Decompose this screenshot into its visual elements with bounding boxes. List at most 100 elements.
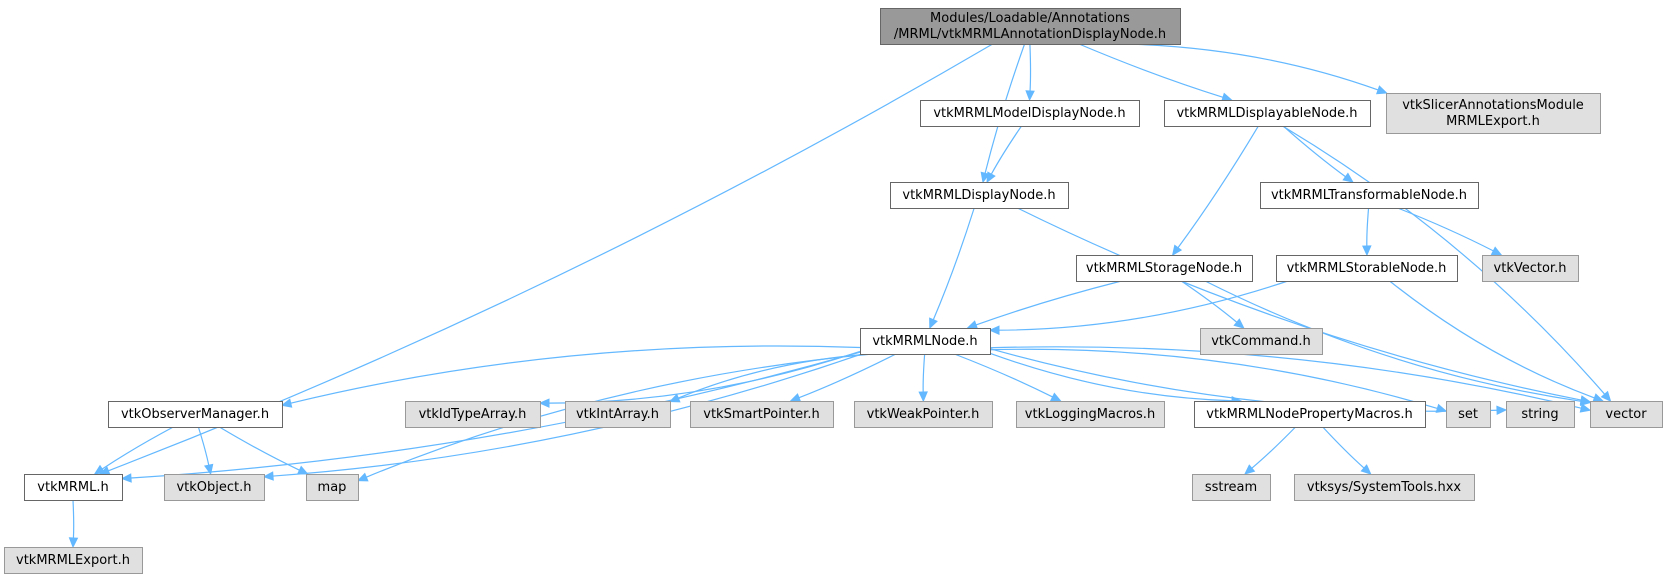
- arrowhead-node-to-vtkmrml: [120, 473, 132, 483]
- node-label-mrmlexport: vtkMRMLExport.h: [16, 553, 130, 568]
- node-label-storage: vtkMRMLStorageNode.h: [1086, 261, 1242, 276]
- node-smartptr[interactable]: vtkSmartPointer.h: [690, 401, 834, 428]
- arrowhead-node-to-vtkobject: [262, 471, 274, 481]
- arrowhead-node-to-intarray: [668, 393, 681, 403]
- edge-storable-to-vector: [1389, 280, 1595, 399]
- node-label-slicerexport: vtkSlicerAnnotationsModule: [1402, 98, 1584, 113]
- node-label-vector: vector: [1605, 407, 1647, 422]
- edge-node-to-propmacros: [989, 352, 1233, 402]
- node-set[interactable]: set: [1446, 401, 1491, 428]
- node-vector[interactable]: vector: [1590, 401, 1663, 428]
- node-string[interactable]: string: [1506, 401, 1575, 428]
- arrowhead-propmacros-to-sstream: [1244, 464, 1256, 475]
- edge-storage-to-vector: [1204, 280, 1582, 402]
- node-root[interactable]: Modules/Loadable/Annotations/MRML/vtkMRM…: [880, 8, 1181, 45]
- node-storage[interactable]: vtkMRMLStorageNode.h: [1076, 255, 1253, 282]
- node-box-intarray: [565, 401, 671, 428]
- node-box-set: [1446, 401, 1491, 428]
- node-idtype[interactable]: vtkIdTypeArray.h: [405, 401, 541, 428]
- arrowhead-node-to-logging: [1049, 392, 1062, 402]
- edge-node-to-observer: [290, 345, 861, 404]
- node-label-displayable: vtkMRMLDisplayableNode.h: [1176, 106, 1357, 121]
- arrowhead-displayable-to-vector: [1600, 390, 1612, 402]
- edge-storable-to-node: [998, 280, 1289, 331]
- node-label-string: string: [1521, 407, 1558, 422]
- node-box-vtkobject: [164, 474, 265, 501]
- node-box-displayable: [1164, 100, 1371, 127]
- node-box-slicerexport: [1386, 93, 1601, 134]
- node-box-mrmlexport: [4, 547, 143, 574]
- edge-root-to-modeldisplay: [1029, 43, 1032, 92]
- node-propmacros[interactable]: vtkMRMLNodePropertyMacros.h: [1194, 401, 1426, 428]
- node-label-display: vtkMRMLDisplayNode.h: [902, 188, 1055, 203]
- node-vtkmrml[interactable]: vtkMRML.h: [24, 474, 123, 501]
- edges-layer: [68, 43, 1612, 549]
- node-label-weakptr: vtkWeakPointer.h: [867, 407, 980, 422]
- node-vtkobject[interactable]: vtkObject.h: [164, 474, 265, 501]
- arrowhead-node-to-observer: [280, 398, 293, 408]
- edge-storage-to-node: [975, 280, 1122, 326]
- node-box-idtype: [405, 401, 541, 428]
- arrowhead-storage-to-vector: [1579, 396, 1592, 406]
- node-vtkvector[interactable]: vtkVector.h: [1482, 255, 1579, 282]
- node-command[interactable]: vtkCommand.h: [1200, 328, 1323, 355]
- edge-modeldisplay-to-display: [990, 125, 1022, 175]
- arrowhead-observer-to-map: [296, 465, 309, 475]
- node-label-vtkobject: vtkObject.h: [176, 480, 251, 495]
- node-mrmlexport[interactable]: vtkMRMLExport.h: [4, 547, 143, 574]
- node-box-observer: [108, 401, 283, 428]
- arrowhead-root-to-display: [980, 171, 990, 184]
- arrowhead-displayable-to-storage: [1171, 244, 1183, 256]
- edge-observer-to-vtkmrml: [101, 426, 174, 470]
- arrowhead-node-to-map: [356, 472, 369, 482]
- arrowhead-node-to-weakptr: [918, 391, 928, 403]
- node-sstream[interactable]: sstream: [1192, 474, 1271, 501]
- node-node[interactable]: vtkMRMLNode.h: [860, 328, 991, 355]
- arrowhead-observer-to-vtkobject: [203, 463, 214, 476]
- node-label-systemtools: vtksys/SystemTools.hxx: [1307, 480, 1462, 495]
- node-box-transformable: [1260, 182, 1479, 209]
- node-label-slicerexport: MRMLExport.h: [1446, 114, 1540, 129]
- edge-propmacros-to-systemtools: [1322, 426, 1365, 469]
- node-box-vtkvector: [1482, 255, 1579, 282]
- node-transformable[interactable]: vtkMRMLTransformableNode.h: [1260, 182, 1479, 209]
- arrowhead-storage-to-command: [1233, 318, 1245, 329]
- edge-observer-to-map: [219, 426, 300, 471]
- edge-displayable-to-storage: [1177, 125, 1259, 249]
- node-label-storable: vtkMRMLStorableNode.h: [1287, 261, 1447, 276]
- node-observer[interactable]: vtkObserverManager.h: [108, 401, 283, 428]
- arrowhead-root-to-modeldisplay: [1025, 90, 1035, 102]
- edge-storage-to-command: [1180, 280, 1238, 323]
- arrowhead-modeldisplay-to-display: [986, 171, 996, 184]
- arrowhead-transformable-to-storable: [1362, 245, 1372, 257]
- node-label-observer: vtkObserverManager.h: [121, 407, 269, 422]
- node-label-idtype: vtkIdTypeArray.h: [419, 407, 527, 422]
- node-label-propmacros: vtkMRMLNodePropertyMacros.h: [1206, 407, 1412, 422]
- node-display[interactable]: vtkMRMLDisplayNode.h: [890, 182, 1069, 209]
- node-box-propmacros: [1194, 401, 1426, 428]
- node-displayable[interactable]: vtkMRMLDisplayableNode.h: [1164, 100, 1371, 127]
- node-intarray[interactable]: vtkIntArray.h: [565, 401, 671, 428]
- node-label-map: map: [318, 480, 347, 495]
- node-map[interactable]: map: [306, 474, 359, 501]
- node-label-sstream: sstream: [1205, 480, 1257, 495]
- node-modeldisplay[interactable]: vtkMRMLModelDisplayNode.h: [920, 100, 1140, 127]
- node-label-set: set: [1458, 407, 1478, 422]
- arrowhead-storable-to-node: [988, 325, 1000, 335]
- edge-node-to-weakptr: [922, 353, 926, 393]
- edge-node-to-string: [989, 348, 1498, 412]
- node-box-node: [860, 328, 991, 355]
- node-storable[interactable]: vtkMRMLStorableNode.h: [1276, 255, 1458, 282]
- node-systemtools[interactable]: vtksys/SystemTools.hxx: [1294, 474, 1475, 501]
- node-label-intarray: vtkIntArray.h: [576, 407, 659, 422]
- edge-display-to-vector: [1017, 207, 1582, 401]
- edge-display-to-node: [932, 207, 975, 320]
- node-logging[interactable]: vtkLoggingMacros.h: [1016, 401, 1165, 428]
- arrowhead-root-to-displayable: [1221, 92, 1233, 102]
- node-label-node: vtkMRMLNode.h: [872, 334, 977, 349]
- node-weakptr[interactable]: vtkWeakPointer.h: [854, 401, 993, 428]
- node-box-display: [890, 182, 1069, 209]
- edge-node-to-vtkobject: [272, 353, 862, 477]
